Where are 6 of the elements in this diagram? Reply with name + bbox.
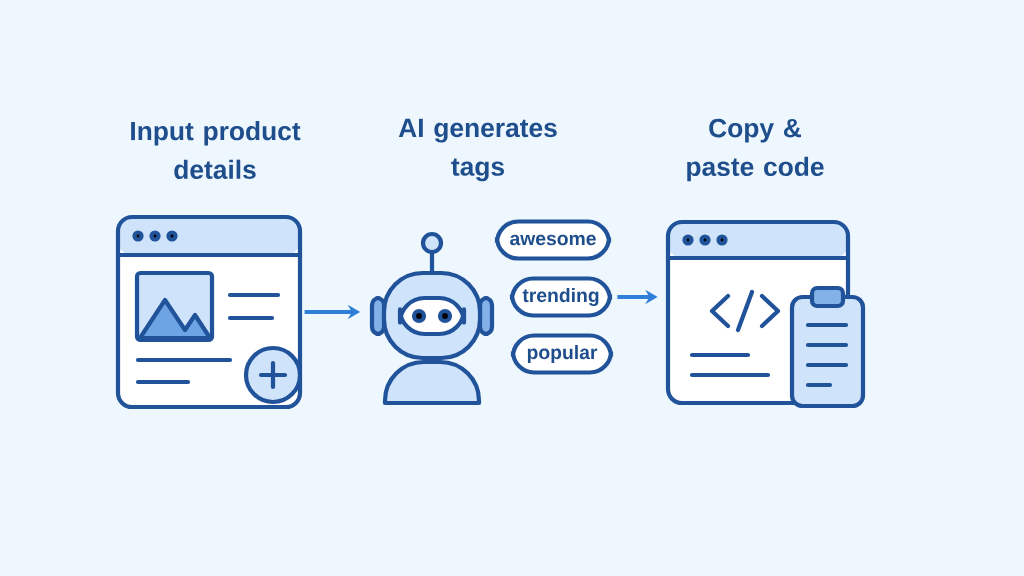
step-heading: Input product details — [131, 121, 301, 179]
tag-pill: popular — [510, 333, 614, 375]
tag-pill: trending — [509, 276, 613, 318]
step-heading: Copy & paste code — [687, 118, 824, 182]
step-heading: AI generates tags — [398, 118, 557, 182]
tag-pill: awesome — [494, 219, 612, 261]
